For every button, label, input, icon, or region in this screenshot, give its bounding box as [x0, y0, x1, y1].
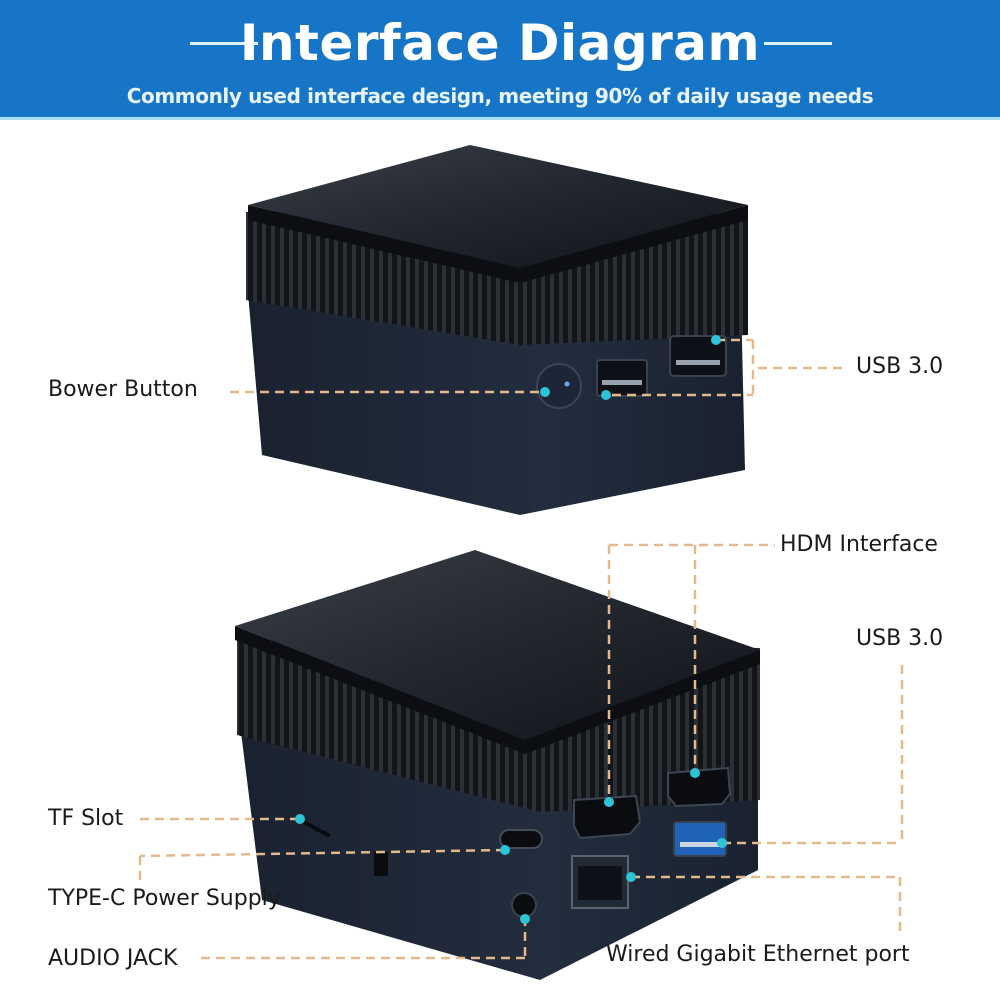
- audio-jack-icon: [511, 892, 537, 918]
- top-callout-dots: [540, 335, 721, 400]
- usb-port-icon: [596, 359, 648, 397]
- title-left-rule: [190, 42, 258, 45]
- power-button-icon: [536, 363, 582, 409]
- hdmi-port-icon: [667, 766, 732, 808]
- bottom-callout-dots: [295, 768, 727, 924]
- page-subtitle: Commonly used interface design, meeting …: [126, 84, 874, 108]
- page-title: Interface Diagram: [239, 14, 761, 72]
- bottom-callout-lines: [138, 543, 904, 960]
- label-type-c: TYPE-C Power Supply: [48, 886, 281, 911]
- label-audio-jack: AUDIO JACK: [48, 946, 178, 971]
- label-usb-bottom: USB 3.0: [856, 626, 944, 651]
- label-hdmi: HDM Interface: [780, 532, 938, 557]
- lock-slot-icon: [374, 852, 388, 876]
- label-ethernet: Wired Gigabit Ethernet port: [606, 942, 910, 967]
- label-tf-slot: TF Slot: [48, 806, 124, 831]
- type-c-port-icon: [499, 829, 543, 849]
- label-power-button: Bower Button: [48, 377, 198, 402]
- top-mini-pc: [246, 145, 748, 515]
- bottom-mini-pc: [235, 550, 760, 980]
- label-usb-top: USB 3.0: [856, 354, 944, 379]
- title-right-rule: [764, 42, 832, 45]
- usb-3-port-icon: [673, 821, 727, 857]
- hdmi-port-icon: [573, 794, 642, 840]
- top-callout-lines: [230, 338, 848, 397]
- ethernet-port-icon: [571, 855, 629, 909]
- header-banner: Interface Diagram Commonly used interfac…: [0, 0, 1000, 120]
- usb-port-icon: [669, 335, 727, 377]
